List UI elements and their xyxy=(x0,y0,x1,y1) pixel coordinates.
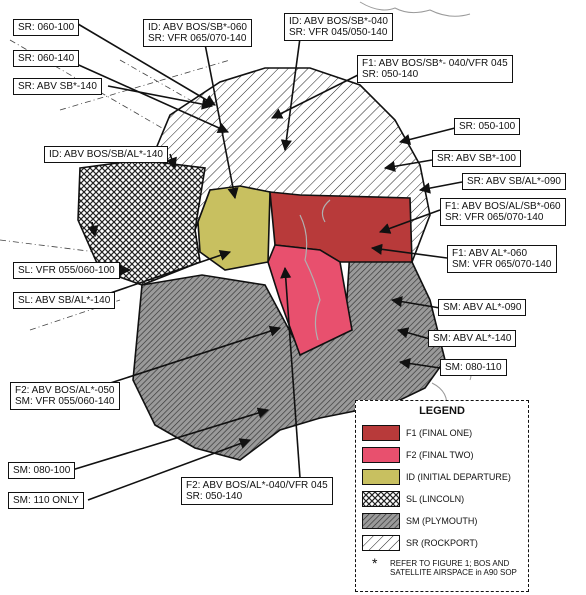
label-sr-abv-sb-100: SR: ABV SB*-100 xyxy=(432,150,521,167)
label-sr-abv-sb-140: SR: ABV SB*-140 xyxy=(13,78,102,95)
label-f2-abv-bos-al-040: F2: ABV BOS/AL*-040/VFR 045 SR: 050-140 xyxy=(181,477,333,505)
legend: LEGEND F1 (FINAL ONE) F2 (FINAL TWO) ID … xyxy=(355,400,529,592)
label-id-abv-bos-sb-040: ID: ABV BOS/SB*-040 SR: VFR 045/050-140 xyxy=(284,13,393,41)
terrain-marks xyxy=(299,199,331,341)
label-text: SR: ABV SB/AL*-090 xyxy=(467,176,561,187)
legend-swatch-id xyxy=(362,469,400,485)
legend-swatch-f1 xyxy=(362,425,400,441)
label-id-abv-bos-sb-al-140: ID: ABV BOS/SB/AL*-140 xyxy=(44,146,168,163)
legend-label: SR (ROCKPORT) xyxy=(406,538,478,548)
label-text: F1: ABV AL*-060 xyxy=(452,248,528,259)
label-id-abv-bos-sb-060: ID: ABV BOS/SB*-060 SR: VFR 065/070-140 xyxy=(143,19,252,47)
label-sr-050-100: SR: 050-100 xyxy=(454,118,521,135)
legend-swatch-sr xyxy=(362,535,400,551)
label-sm-080-110: SM: 080-110 xyxy=(440,359,507,376)
label-text: SR: ABV SB*-140 xyxy=(18,81,97,92)
legend-label: F1 (FINAL ONE) xyxy=(406,428,473,438)
legend-swatch-sl xyxy=(362,491,400,507)
label-text: SM: ABV AL*-140 xyxy=(433,333,512,344)
label-f1-abv-bos-sb-040: F1: ABV BOS/SB*- 040/VFR 045 SR: 050-140 xyxy=(357,55,513,83)
legend-swatch-f2 xyxy=(362,447,400,463)
legend-label: SL (LINCOLN) xyxy=(406,494,465,504)
label-text: SR: VFR 065/070-140 xyxy=(445,212,544,223)
label-f2-abv-bos-al-050: F2: ABV BOS/AL*-050 SM: VFR 055/060-140 xyxy=(10,382,120,410)
label-sr-060-100: SR: 060-100 xyxy=(13,19,80,36)
label-text: SR: 060-100 xyxy=(18,22,75,33)
area-id xyxy=(197,185,271,271)
label-text: SL: ABV SB/AL*-140 xyxy=(18,295,111,306)
label-sr-abv-sb-al-090: SR: ABV SB/AL*-090 xyxy=(462,173,566,190)
label-text: SR: 060-140 xyxy=(18,53,75,64)
label-sm-080-100: SM: 080-100 xyxy=(8,462,76,479)
label-sm-abv-al-140: SM: ABV AL*-140 xyxy=(428,330,517,347)
label-text: SM: ABV AL*-090 xyxy=(443,302,522,313)
label-sr-060-140: SR: 060-140 xyxy=(13,50,80,67)
label-text: SR: 050-100 xyxy=(459,121,516,132)
legend-label: ID (INITIAL DEPARTURE) xyxy=(406,472,511,482)
label-text: SR: 050-140 xyxy=(186,491,243,502)
label-text: F2: ABV BOS/AL*-040/VFR 045 xyxy=(186,480,328,491)
label-text: ID: ABV BOS/SB/AL*-140 xyxy=(49,149,163,160)
legend-label: SM (PLYMOUTH) xyxy=(406,516,478,526)
legend-label: F2 (FINAL TWO) xyxy=(406,450,474,460)
label-f1-abv-al-060: F1: ABV AL*-060 SM: VFR 065/070-140 xyxy=(447,245,557,273)
label-sm-110-only: SM: 110 ONLY xyxy=(8,492,84,509)
label-text: F2: ABV BOS/AL*-050 xyxy=(15,385,115,396)
label-f1-abv-bos-al-sb-060: F1: ABV BOS/AL/SB*-060 SR: VFR 065/070-1… xyxy=(440,198,566,226)
label-text: ID: ABV BOS/SB*-060 xyxy=(148,22,247,33)
label-text: SR: VFR 065/070-140 xyxy=(148,33,247,44)
label-text: SR: VFR 045/050-140 xyxy=(289,27,388,38)
label-text: SM: VFR 065/070-140 xyxy=(452,259,552,270)
label-sl-abv-sb-al-140: SL: ABV SB/AL*-140 xyxy=(13,292,116,309)
label-text: F1: ABV BOS/AL/SB*-060 xyxy=(445,201,561,212)
label-text: SM: 110 ONLY xyxy=(13,495,79,506)
label-sl-vfr-055: SL: VFR 055/060-100 xyxy=(13,262,120,279)
label-text: SM: 080-110 xyxy=(445,362,502,373)
label-text: SR: ABV SB*-100 xyxy=(437,153,516,164)
legend-swatch-sm xyxy=(362,513,400,529)
legend-title: LEGEND xyxy=(419,405,465,417)
label-text: F1: ABV BOS/SB*- 040/VFR 045 xyxy=(362,58,508,69)
label-text: SR: 050-140 xyxy=(362,69,419,80)
legend-note-text: REFER TO FIGURE 1; BOS AND SATELLITE AIR… xyxy=(390,559,517,577)
label-text: SM: VFR 055/060-140 xyxy=(15,396,115,407)
label-text: SM: 080-100 xyxy=(13,465,71,476)
label-text: ID: ABV BOS/SB*-040 xyxy=(289,16,388,27)
label-text: SL: VFR 055/060-100 xyxy=(18,265,115,276)
asterisk-icon: * xyxy=(372,555,378,571)
label-sm-abv-al-090: SM: ABV AL*-090 xyxy=(438,299,527,316)
